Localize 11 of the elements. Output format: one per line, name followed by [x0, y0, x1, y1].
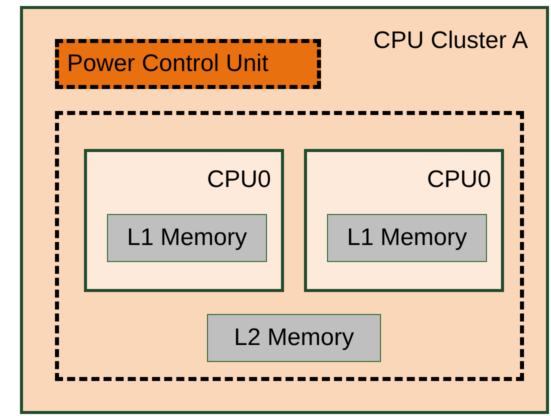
cpu-box: [84, 149, 284, 292]
memory-box: L2 Memory: [207, 314, 381, 362]
box-label: CPU0: [206, 165, 271, 195]
box-label: CPU0: [426, 165, 491, 195]
memory-box: L1 Memory: [107, 214, 267, 262]
box-label: CPU Cluster A: [373, 26, 528, 56]
cluster-box: [20, 6, 549, 414]
dashed-group-box: [55, 111, 524, 381]
cpu-box: [304, 149, 504, 292]
unit-box: Power Control Unit: [55, 39, 321, 89]
memory-box: L1 Memory: [327, 214, 487, 262]
